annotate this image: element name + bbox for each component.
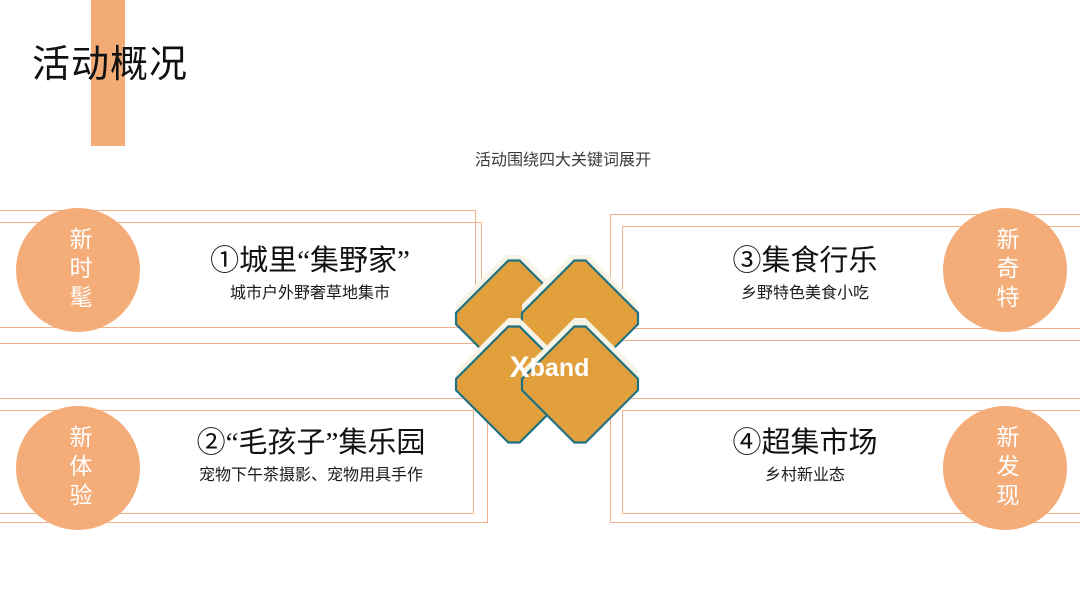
quadrant-1-frame-outer: [0, 210, 476, 344]
xband-logo: X band: [443, 245, 649, 477]
page-title: 活动概况: [32, 44, 189, 86]
quadrant-3-frame-inner: [622, 226, 1080, 329]
quadrant-2-frame-inner: [0, 410, 474, 514]
quadrant-3-title: ③集食行乐: [732, 245, 878, 277]
quadrant-1-title: ①城里“集野家”: [210, 245, 410, 277]
quadrant-4-frame-inner: [622, 410, 1080, 514]
keyword-label-bottom-left: 新体验: [66, 424, 91, 512]
xband-logo-mark: [445, 245, 649, 450]
keyword-label-bottom-right: 新发现: [993, 424, 1018, 512]
quadrant-2-title: ②“毛孩子”集乐园: [196, 427, 426, 459]
quadrant-4-title: ④超集市场: [732, 427, 878, 459]
keyword-circle-bottom-left: 新体验: [16, 406, 140, 530]
quadrant-2: ②“毛孩子”集乐园 宠物下午茶摄影、宠物用具手作: [146, 424, 476, 488]
slide-subtitle: 活动围绕四大关键词展开: [0, 146, 1080, 170]
keyword-circle-top-left: 新时髦: [16, 208, 140, 332]
quadrant-4: ④超集市场 乡村新业态: [640, 424, 970, 488]
quadrant-4-subtitle: 乡村新业态: [764, 467, 845, 484]
keyword-label-top-right: 新奇特: [993, 226, 1018, 314]
keyword-label-top-left: 新时髦: [66, 226, 91, 314]
quadrant-2-subtitle: 宠物下午茶摄影、宠物用具手作: [198, 467, 423, 484]
keyword-circle-bottom-right: 新发现: [943, 406, 1067, 530]
title-accent-bar: [91, 0, 125, 146]
quadrant-1: ①城里“集野家” 城市户外野奢草地集市: [150, 242, 470, 306]
quadrant-1-subtitle: 城市户外野奢草地集市: [229, 285, 390, 302]
quadrant-2-frame-outer: [0, 398, 488, 523]
quadrant-3: ③集食行乐 乡野特色美食小吃: [640, 242, 970, 306]
keyword-circle-top-right: 新奇特: [943, 208, 1067, 332]
slide-subtitle-text: 活动围绕四大关键词展开: [474, 152, 651, 169]
quadrant-3-subtitle: 乡野特色美食小吃: [740, 285, 869, 302]
quadrant-1-frame-inner: [0, 222, 482, 328]
quadrant-4-frame-outer: [610, 398, 1080, 523]
